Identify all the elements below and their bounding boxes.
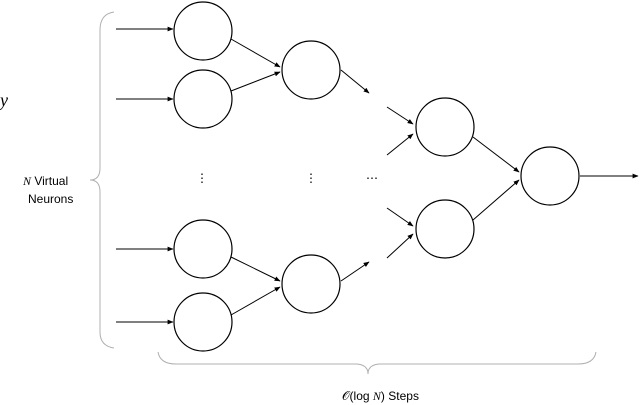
edge-l1-4-l2-2 <box>230 286 281 316</box>
horizontal-dots: ⋯ <box>366 171 378 185</box>
neuron-l1-3 <box>173 219 233 279</box>
vertical-dots-l2: ⋮ <box>305 171 317 185</box>
edge-l1-2-l2-1 <box>230 71 281 92</box>
side-symbol: y <box>0 90 8 110</box>
input-brace <box>89 11 115 349</box>
steps-label: 𝒪(log N) Steps <box>342 389 419 403</box>
edge-p2-final <box>472 179 520 221</box>
edge-l2-1-out <box>340 69 370 94</box>
edge-in-p2-b <box>386 233 414 259</box>
vertical-dots-l1: ⋮ <box>196 171 208 185</box>
neuron-l2-1 <box>281 40 341 100</box>
neuron-penultimate-2 <box>415 199 475 259</box>
input-label-line2: Neurons <box>28 192 73 206</box>
neuron-l2-2 <box>281 254 341 314</box>
neuron-l1-4 <box>173 292 233 352</box>
edge-l1-3-l2-2 <box>230 256 281 282</box>
edge-in-p1-b <box>386 133 414 156</box>
edge-l1-1-l2-1 <box>230 38 281 68</box>
neuron-final <box>520 146 580 206</box>
edge-in-p1-a <box>386 106 414 125</box>
neuron-penultimate-1 <box>415 97 475 157</box>
neuron-l1-1 <box>173 1 233 61</box>
edge-p1-final <box>472 136 520 173</box>
edge-in-p2-a <box>386 207 414 227</box>
edge-l2-2-out <box>340 261 370 282</box>
steps-brace <box>157 351 597 375</box>
neuron-l1-2 <box>173 69 233 129</box>
input-label-line1: N Virtual <box>22 174 68 188</box>
